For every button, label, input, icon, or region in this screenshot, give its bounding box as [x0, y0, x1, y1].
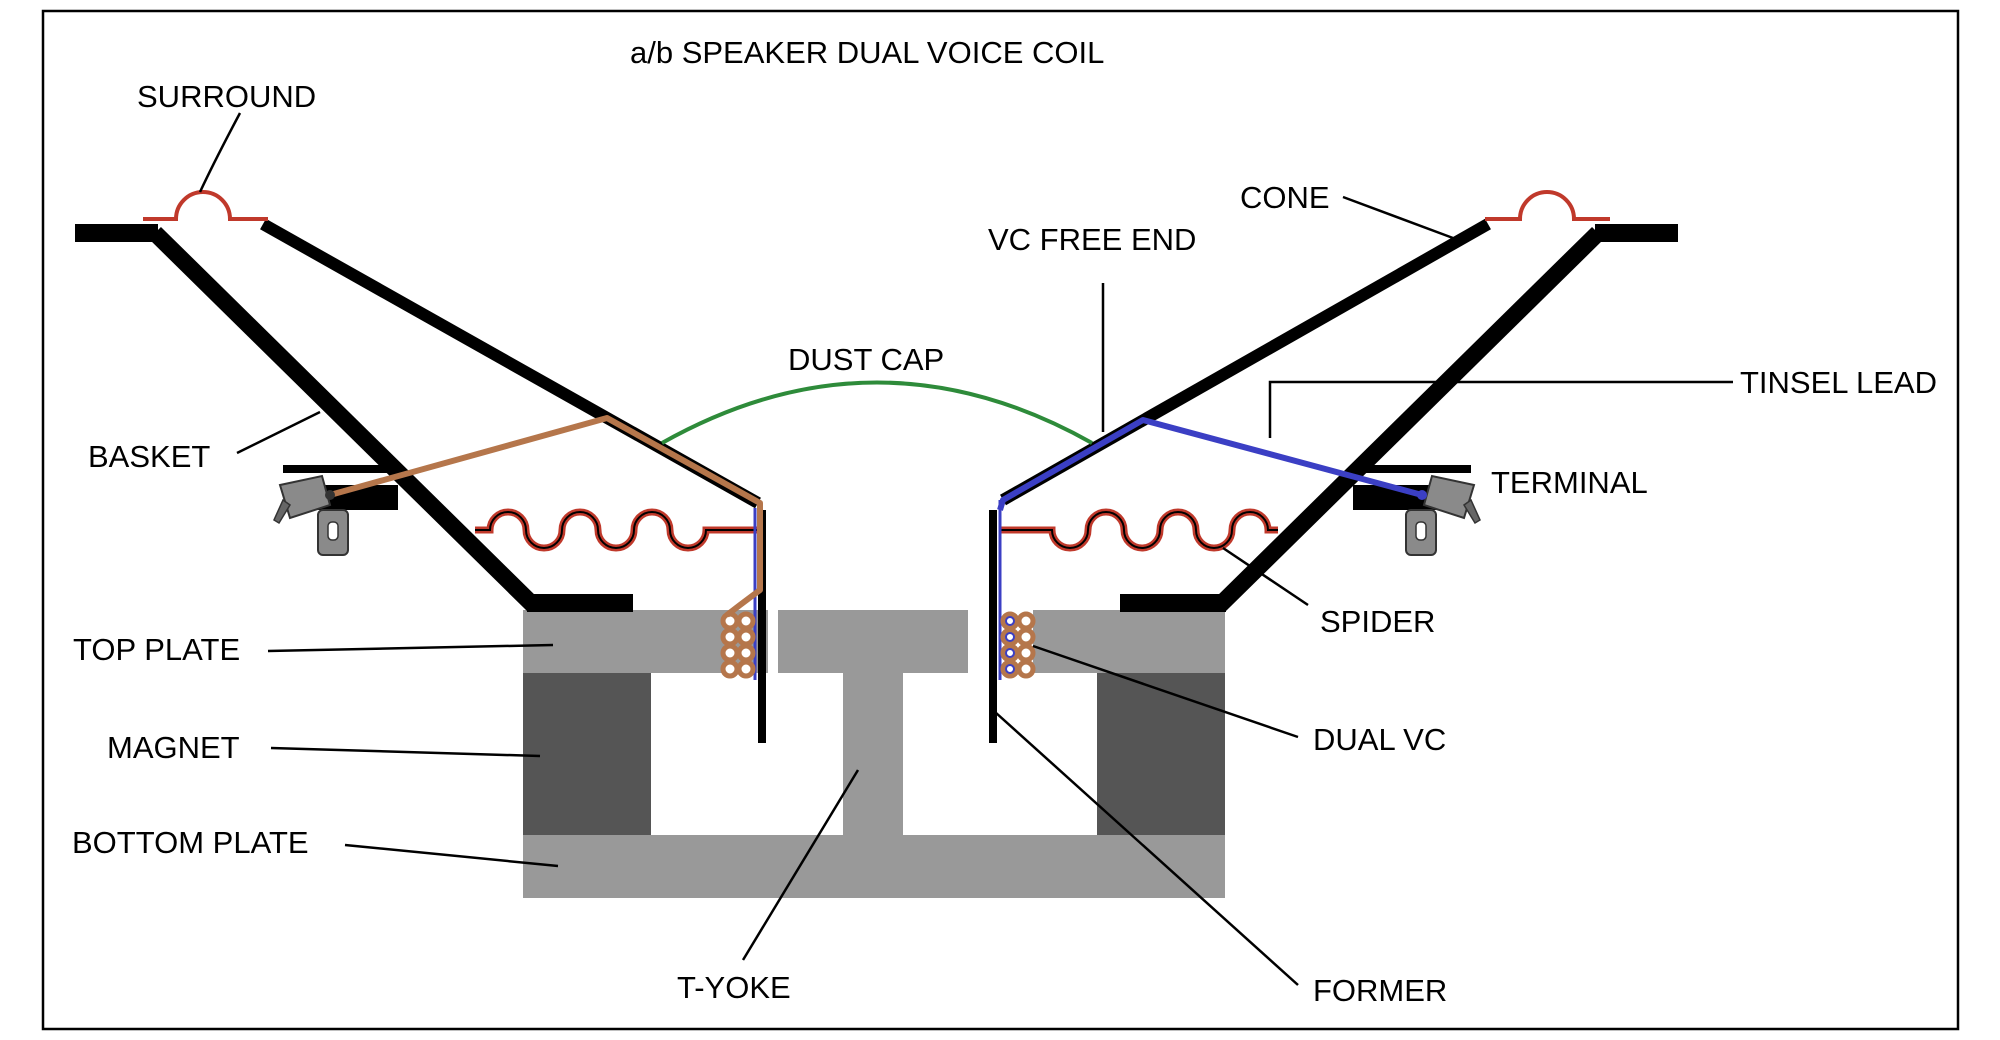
- label-dust-cap: DUST CAP: [788, 342, 944, 377]
- label-t-yoke: T-YOKE: [677, 970, 791, 1005]
- label-spider: SPIDER: [1320, 604, 1435, 639]
- leader-lines: [198, 112, 1733, 986]
- label-cone: CONE: [1240, 180, 1330, 215]
- leader-basket: [236, 410, 321, 455]
- terminal-mount-left: [283, 465, 401, 473]
- magnet-left: [523, 673, 651, 835]
- leader-dual-vc: [1032, 644, 1299, 739]
- leader-spider: [1222, 546, 1309, 607]
- label-top-plate: TOP PLATE: [73, 632, 240, 667]
- label-tinsel-lead: TINSEL LEAD: [1740, 365, 1937, 400]
- label-magnet: MAGNET: [107, 730, 240, 765]
- surround-left: [143, 190, 268, 221]
- tinsel-lead-left: [329, 415, 763, 618]
- leader-cone: [1342, 195, 1454, 240]
- leader-t-yoke: [741, 769, 860, 961]
- label-bottom-plate: BOTTOM PLATE: [72, 825, 309, 860]
- basket: [75, 224, 1678, 612]
- leader-top-plate: [267, 643, 554, 653]
- magnet-right: [1097, 673, 1225, 835]
- dust-cap: [661, 380, 1093, 445]
- label-basket: BASKET: [88, 439, 210, 474]
- tinsel-lead-right: [997, 417, 1423, 511]
- surround-right: [1485, 190, 1610, 221]
- bottom-plate: [523, 835, 1225, 898]
- dual-vc-right-inner: [1005, 616, 1015, 674]
- label-surround: SURROUND: [137, 79, 316, 114]
- label-vc-free-end: VC FREE END: [988, 222, 1196, 257]
- spider-right-inner: [1000, 511, 1278, 549]
- t-yoke-top: [778, 610, 968, 673]
- magnet-structure: [523, 610, 1225, 898]
- diagram-title: a/b SPEAKER DUAL VOICE COIL: [630, 35, 1104, 70]
- terminal-mount-right: [1353, 465, 1471, 473]
- terminal-right: [1405, 474, 1481, 556]
- top-plate-right: [1033, 610, 1225, 673]
- leader-bottom-plate: [344, 843, 559, 868]
- t-yoke-stem: [843, 673, 903, 835]
- diagram-frame: [41, 9, 1960, 1031]
- label-former: FORMER: [1313, 973, 1447, 1008]
- terminal-left: [273, 474, 349, 556]
- leader-magnet: [270, 746, 541, 758]
- dual-vc-left: [720, 611, 756, 679]
- label-terminal: TERMINAL: [1491, 465, 1648, 500]
- leader-surround: [198, 112, 242, 193]
- spider-left-inner: [475, 511, 758, 549]
- label-dual-vc: DUAL VC: [1313, 722, 1446, 757]
- leader-tinsel-lead: [1268, 380, 1733, 438]
- leader-former: [994, 711, 1299, 986]
